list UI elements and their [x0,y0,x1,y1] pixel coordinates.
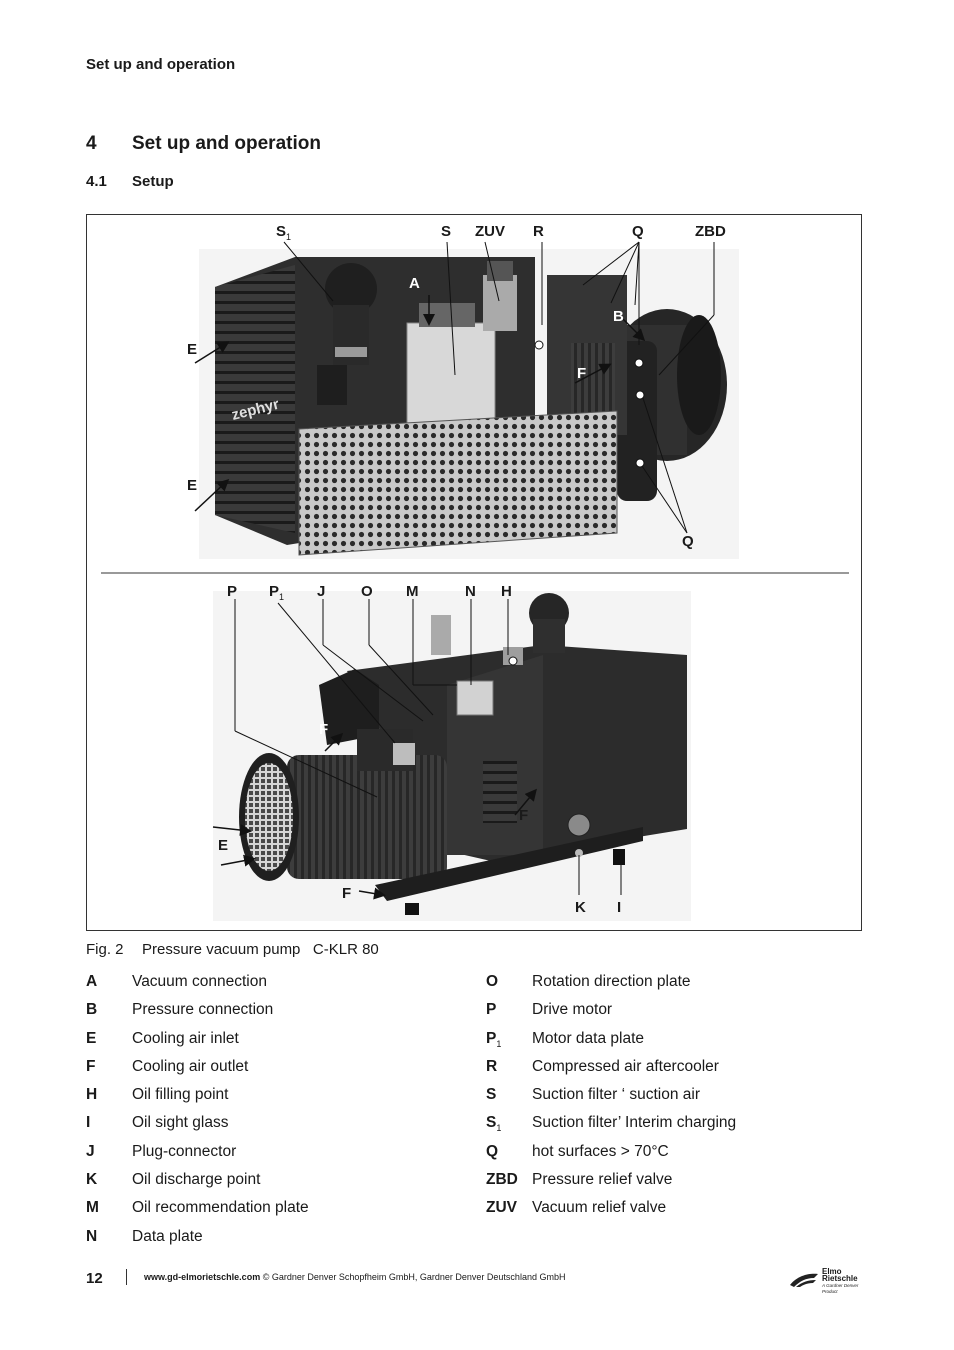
page-number: 12 [86,1270,103,1287]
footer-divider [126,1269,127,1285]
label-h: H [501,583,512,600]
figure-box: zephyr [86,214,862,931]
label-p: P [227,583,238,600]
label-k: K [575,899,586,916]
section-number: 4 [86,133,97,154]
label-j: J [317,583,326,600]
label-s: S [441,223,452,240]
logo-tagline: A Gardner Denver Product [822,1283,859,1294]
logo-line2: Rietschle [822,1274,858,1283]
subsection-number: 4.1 [86,173,107,190]
label-zbd: ZBD [695,223,726,240]
label-p1: P1 [269,583,285,602]
logo-line1: Elmo [822,1267,842,1276]
label-i: I [617,899,622,916]
pump-illustration: zephyr [101,241,849,921]
label-m: M [406,583,419,600]
label-f-bottom: F [342,885,352,902]
label-r: R [533,223,544,240]
label-n: N [465,583,476,600]
label-b: B [613,308,624,325]
caption-text: Pressure vacuum pump C-KLR 80 [142,941,379,958]
cooling-inlet-grill [215,265,295,533]
elmo-rietschle-logo: Elmo Rietschle A Gardner Denver Product [788,1267,868,1294]
label-zuv: ZUV [475,223,505,240]
footer-text: www.gd-elmorietschle.com © Gardner Denve… [144,1272,565,1282]
running-header: Set up and operation [86,56,236,73]
label-q-top: Q [632,223,644,240]
label-q-bottom: Q [682,533,694,550]
label-o: O [361,583,373,600]
label-f-right: F [519,807,529,824]
motor-fan-guard [245,763,293,871]
label-e-top1: E [187,341,198,358]
label-e-top2: E [187,477,198,494]
logo-swoosh-icon [790,1273,818,1287]
section-title: Set up and operation [132,133,321,154]
label-f-left: F [319,721,329,738]
caption-number: Fig. 2 [86,941,124,958]
footer-copyright: © Gardner Denver Schopfheim GmbH, Gardne… [260,1272,566,1282]
label-f-top: F [577,365,587,382]
page-footer: 12 www.gd-elmorietschle.com © Gardner De… [86,1267,868,1295]
label-s1: S1 [276,223,292,242]
footer-url[interactable]: www.gd-elmorietschle.com [144,1272,261,1282]
perforated-guard [298,410,618,556]
section-heading: 4 Set up and operation [86,133,321,155]
label-a: A [409,275,420,292]
figure-caption: Fig. 2 Pressure vacuum pump C-KLR 80 [86,941,379,958]
label-e-bottom: E [218,837,229,854]
subsection-title: Setup [132,173,174,190]
subsection-heading: 4.1 Setup [86,173,174,190]
